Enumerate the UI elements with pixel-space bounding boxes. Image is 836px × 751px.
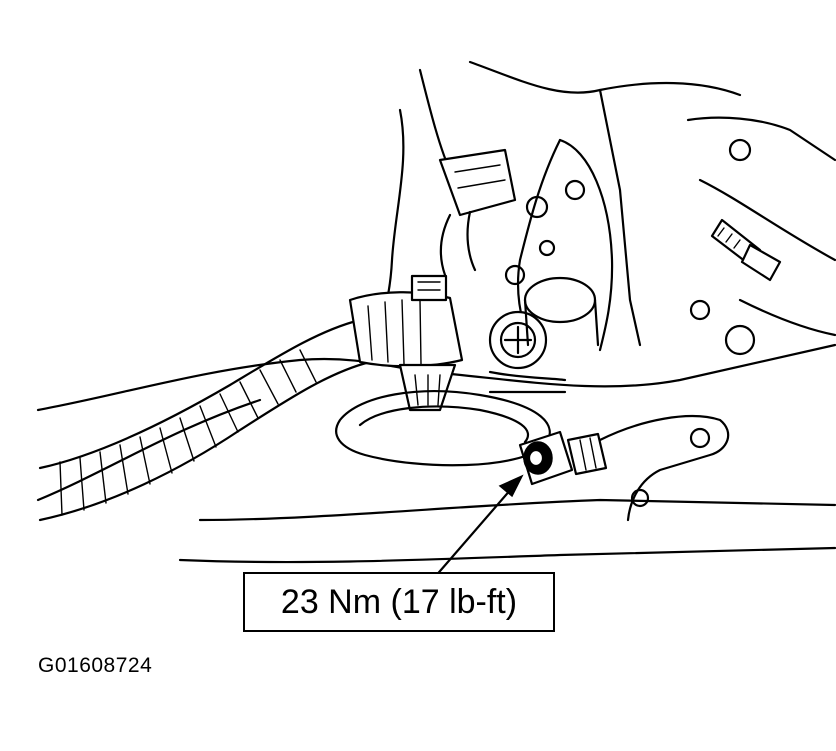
- bracket-bolt-holes: [504, 138, 756, 356]
- oil-pressure-sender: [518, 430, 608, 486]
- figure-id-label: G01608724: [38, 654, 153, 677]
- electrical-connector-left: [348, 274, 464, 412]
- upper-connector: [438, 148, 517, 277]
- round-connector: [488, 310, 567, 394]
- oil-filter-adapter: [523, 276, 600, 347]
- torque-spec-label: 23 Nm (17 lb-ft): [280, 582, 518, 621]
- torque-callout-box: 23 Nm (17 lb-ft): [243, 572, 555, 632]
- support-bracket: [598, 414, 730, 522]
- wiring-harness: [38, 318, 372, 522]
- stud-bolt: [710, 218, 782, 282]
- callout-leader-arrow: [432, 474, 524, 580]
